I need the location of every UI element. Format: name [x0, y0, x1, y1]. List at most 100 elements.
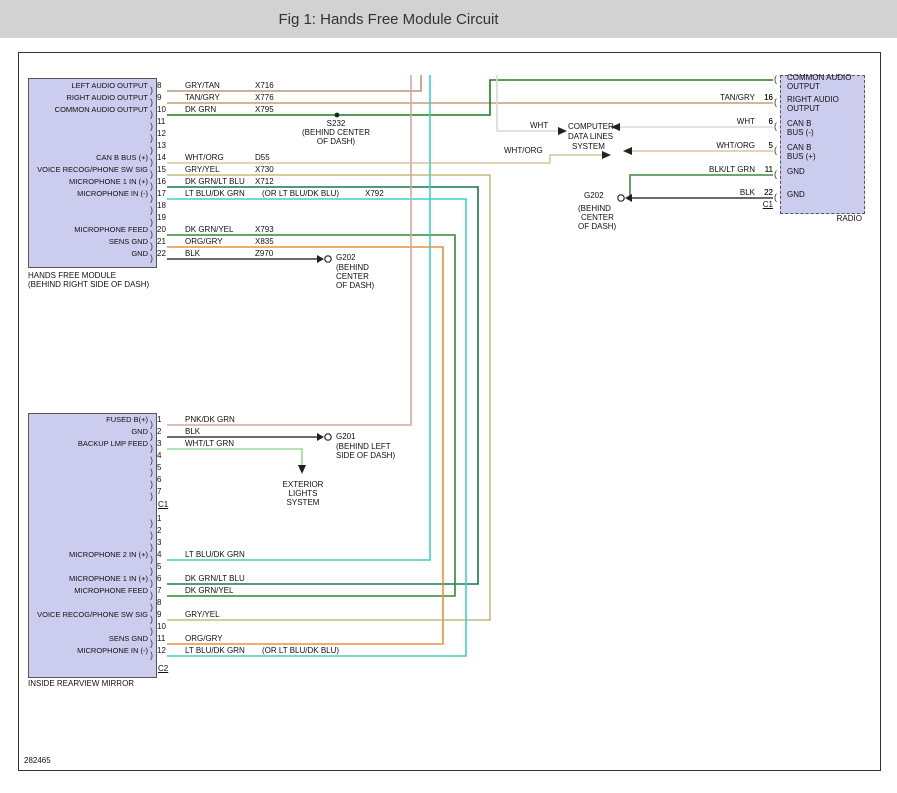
pin-number: 22	[157, 249, 166, 258]
pin-bracket: )	[150, 491, 153, 501]
pin-bracket: )	[150, 530, 153, 540]
pin-number: 2	[157, 427, 162, 436]
splice-S232	[334, 112, 340, 118]
pin-label: SENS GND	[108, 237, 148, 246]
diagram-frame	[18, 52, 881, 771]
label-blk: BLK	[185, 427, 201, 436]
pin-label: COMMON AUDIO OUTPUT	[54, 105, 148, 114]
pin-number: 19	[157, 213, 166, 222]
label-16: 16	[764, 93, 773, 102]
label-inside-rearview-mirror: INSIDE REARVIEW MIRROR	[28, 679, 135, 688]
label-c1: C1	[762, 200, 773, 209]
label-common-audio: COMMON AUDIO	[787, 73, 852, 82]
pin-number: 12	[157, 646, 166, 655]
label-org-gry: ORG/GRY	[185, 237, 223, 246]
label-x835: X835	[255, 237, 274, 246]
ground-circle-mirror-gnd	[324, 433, 332, 441]
pin-number: 8	[157, 598, 162, 607]
pin-number: 2	[157, 526, 162, 535]
label-can-b: CAN B	[787, 119, 812, 128]
pin-bracket: (	[774, 74, 777, 84]
label-of-dash): OF DASH)	[578, 222, 617, 231]
pin-bracket: )	[150, 85, 153, 95]
pin-bracket: (	[774, 145, 777, 155]
pin-bracket: )	[150, 169, 153, 179]
label-blk: BLK	[185, 249, 201, 258]
label-center: CENTER	[336, 272, 369, 281]
block-inside-rearview-mirror	[28, 413, 157, 678]
label-wht: WHT	[736, 117, 755, 126]
label-x776: X776	[255, 93, 274, 102]
label-blk: BLK	[739, 188, 755, 197]
pin-number: 12	[157, 129, 166, 138]
label-of-dash): OF DASH)	[316, 137, 356, 146]
label-tan-gry: TAN/GRY	[185, 93, 220, 102]
pin-number: 3	[157, 439, 162, 448]
label-of-dash): OF DASH)	[336, 281, 375, 290]
label-pnk-dk-grn: PNK/DK GRN	[185, 415, 235, 424]
system-arrow-radio-can-b-minus	[611, 123, 620, 131]
pin-bracket: )	[150, 97, 153, 107]
pin-number: 5	[768, 141, 773, 150]
pin-bracket: (	[774, 121, 777, 131]
label-system: SYSTEM	[286, 498, 320, 507]
ground-arrow-mirror-gnd	[317, 433, 324, 441]
pin-label: CAN B BUS (+)	[96, 153, 148, 162]
system-arrow-backup-lmp-feed	[298, 465, 306, 474]
wire-left-audio-output	[167, 75, 422, 92]
pin-bracket: )	[150, 133, 153, 143]
pin-bracket: (	[774, 192, 777, 202]
pin-number: 16	[157, 177, 166, 186]
wire-can-b-minus-to-system	[496, 75, 558, 132]
label-z970: Z970	[255, 249, 274, 258]
pin-bracket: )	[150, 145, 153, 155]
pin-bracket: )	[150, 650, 153, 660]
pin-bracket: )	[150, 109, 153, 119]
pin-number: 8	[157, 81, 162, 90]
label-(behind: (BEHIND	[336, 263, 369, 272]
label-blk-lt-grn: BLK/LT GRN	[709, 165, 755, 174]
ground-arrow-radio-gnd-blk	[625, 194, 632, 202]
label-gnd: GND	[787, 190, 805, 199]
label-radio: RADIO	[836, 214, 862, 223]
label-right-audio: RIGHT AUDIO	[787, 95, 839, 104]
label-dk-grn-yel: DK GRN/YEL	[185, 586, 234, 595]
pin-number: 1	[157, 514, 162, 523]
pin-label: LEFT AUDIO OUTPUT	[71, 81, 148, 90]
pin-number: 11	[157, 634, 166, 643]
label-computer: COMPUTER	[568, 122, 614, 131]
wire-radio-gnd-blk-lt-grn	[629, 174, 773, 197]
label-can-b: CAN B	[787, 143, 812, 152]
label-dk-grn-lt-blu: DK GRN/LT BLU	[185, 177, 245, 186]
pin-bracket: )	[150, 467, 153, 477]
pin-label: MICROPHONE FEED	[74, 586, 148, 595]
label-(or-lt-blu-dk-blu): (OR LT BLU/DK BLU)	[262, 646, 340, 655]
pin-bracket: )	[150, 443, 153, 453]
wire-common-audio-output	[167, 79, 773, 116]
pin-bracket: )	[150, 542, 153, 552]
wire-can-b-bus-plus	[167, 154, 602, 164]
label-dk-grn-lt-blu: DK GRN/LT BLU	[185, 574, 245, 583]
pin-label: GND	[131, 427, 148, 436]
pin-number: 15	[157, 165, 166, 174]
pin-number: 4	[157, 550, 162, 559]
pin-bracket: )	[150, 217, 153, 227]
wire-microphone-in-minus	[167, 198, 467, 657]
pin-number: 1	[157, 415, 162, 424]
pin-number: 13	[157, 141, 166, 150]
label-lt-blu-dk-grn: LT BLU/DK GRN	[185, 646, 245, 655]
pin-number: 5	[157, 562, 162, 571]
pin-number: 7	[157, 586, 162, 595]
pin-number: 7	[157, 487, 162, 496]
label-(behind-right-side-of-dash): (BEHIND RIGHT SIDE OF DASH)	[28, 280, 150, 289]
pin-bracket: )	[150, 614, 153, 624]
label-g202: G202	[336, 253, 356, 262]
label-wht-lt-grn: WHT/LT GRN	[185, 439, 235, 448]
wire-voice-recog-phone-sw-sig	[167, 174, 491, 621]
label-data-lines: DATA LINES	[568, 132, 614, 141]
pin-bracket: )	[150, 590, 153, 600]
wire-microphone-feed	[167, 234, 456, 597]
label-exterior: EXTERIOR	[282, 480, 324, 489]
label-282465: 282465	[24, 756, 51, 765]
